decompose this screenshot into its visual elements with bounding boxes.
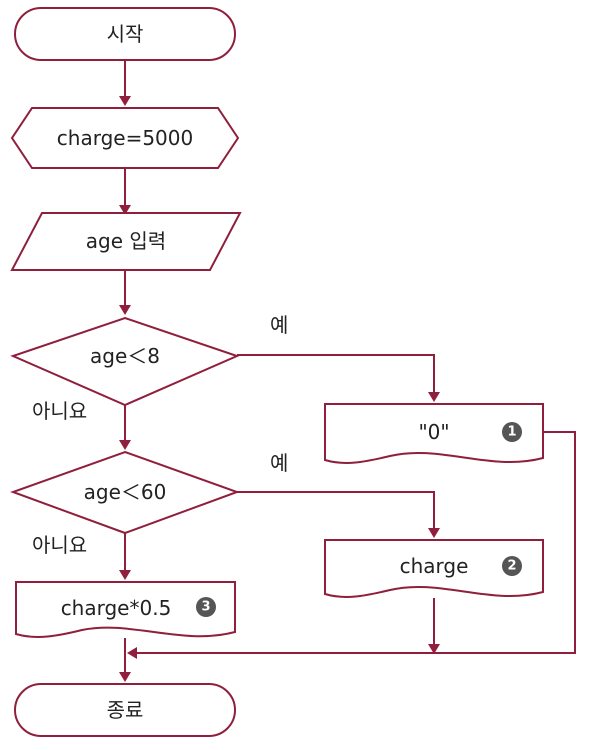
start-label: 시작 [107,22,144,46]
yes-label-2: 예 [270,451,288,475]
age-input-label: age 입력 [86,229,166,253]
decision-age-8-label: age＜8 [90,344,160,368]
connectors [124,60,576,672]
decision-age-60: age＜60 [10,450,240,535]
start-terminal: 시작 [14,7,236,61]
output-half: charge*0.5 3 [15,581,236,638]
badge-3-label: 3 [201,600,210,615]
output-zero: "0" 1 [324,403,544,464]
yes-label-1: 예 [270,313,288,337]
charge-init-label: charge=5000 [57,126,193,150]
output-charge-label: charge [400,554,469,578]
decision-age-8: age＜8 [10,316,240,407]
output-half-label: charge*0.5 [61,596,172,620]
badge-2-label: 2 [507,559,516,574]
badge-1 [502,422,522,442]
end-terminal: 종료 [14,683,236,737]
charge-init-step: charge=5000 [10,107,240,169]
no-label-1: 아니요 [32,399,87,423]
badge-3 [196,597,216,617]
arrowheads [119,96,440,682]
decision-age-60-label: age＜60 [84,480,167,504]
age-input-step: age 입력 [10,212,242,271]
output-charge: charge 2 [324,539,544,598]
output-zero-label: "0" [418,420,449,444]
no-label-2: 아니요 [32,533,87,557]
end-label: 종료 [107,698,144,722]
badge-2 [502,556,522,576]
badge-1-label: 1 [507,425,516,440]
